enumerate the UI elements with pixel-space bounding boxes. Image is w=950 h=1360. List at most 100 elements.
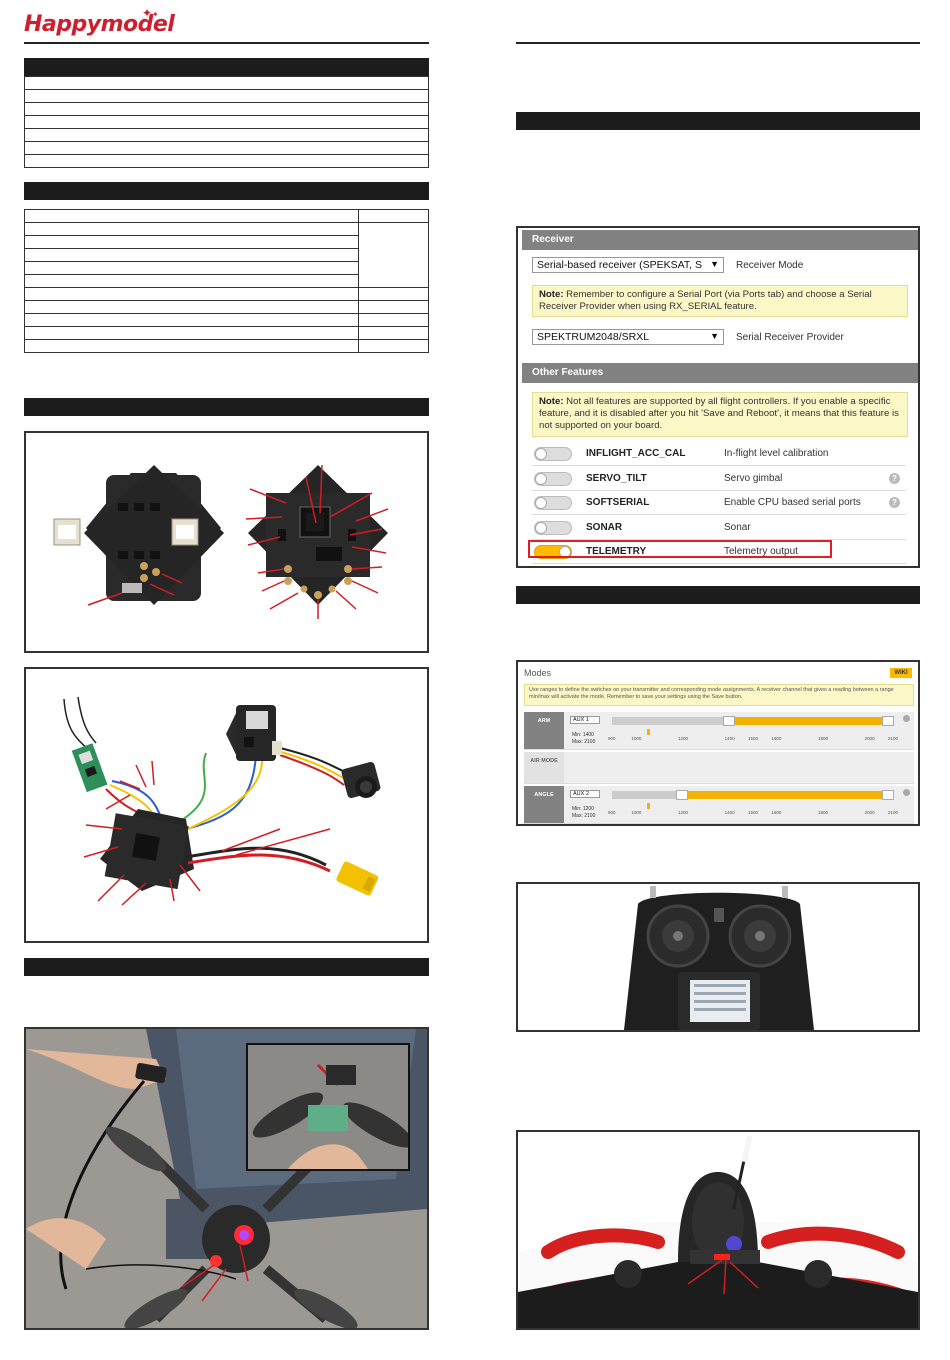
help-icon[interactable]: ? xyxy=(889,497,900,508)
board-rear-view xyxy=(245,464,389,619)
sparkle-icon: ✦ xyxy=(152,10,159,19)
feature-name: SONAR xyxy=(586,521,623,533)
range-max-handle[interactable] xyxy=(882,716,894,726)
sparkle-icon: ✦ xyxy=(142,6,153,20)
logo-text: Happymodel xyxy=(24,12,175,37)
range-fill xyxy=(682,791,892,799)
receiver-header: Receiver xyxy=(522,230,918,250)
note-strong: Note: xyxy=(539,396,564,407)
aux-channel-select[interactable]: AUX 2 xyxy=(570,790,600,798)
scale-tick-label: 1600 xyxy=(771,736,782,741)
wiki-button[interactable]: WIKI xyxy=(890,668,912,678)
range-min-handle[interactable] xyxy=(722,716,735,726)
toggle-knob xyxy=(535,497,547,509)
range-slider-track[interactable] xyxy=(612,716,894,726)
section-header-bar xyxy=(516,586,920,604)
feature-row-softserial: SOFTSERIAL Enable CPU based serial ports? xyxy=(532,491,906,515)
quadcopter-telemetry-photo xyxy=(516,1130,920,1330)
scale-tick-label: 2000 xyxy=(864,810,875,815)
scale-tick-label: 1500 xyxy=(748,736,759,741)
mode-name: AIR MODE xyxy=(524,752,564,783)
scale-tick-label: 1400 xyxy=(724,736,735,741)
scale-tick-label: 1800 xyxy=(818,810,829,815)
receiver-module xyxy=(71,743,108,793)
scale-tick-label: 900 xyxy=(608,736,616,741)
other-features-header: Other Features xyxy=(522,363,918,383)
range-max-label: Max: 2100 xyxy=(572,739,596,745)
scale-tick-label: 900 xyxy=(608,810,616,815)
receiver-mode-select[interactable]: Serial-based receiver (SPEKSAT, S ▼ xyxy=(532,257,724,273)
scale-tick-label: 1200 xyxy=(678,736,689,741)
chevron-down-icon: ▼ xyxy=(710,259,719,269)
scale-tick-label: 1200 xyxy=(678,810,689,815)
serial-provider-select[interactable]: SPEKTRUM2048/SRXL ▼ xyxy=(532,329,724,345)
range-max-label: Max: 2100 xyxy=(572,813,596,819)
toggle-knob xyxy=(535,472,547,485)
note-text: Remember to configure a Serial Port (via… xyxy=(539,289,872,312)
scale-tick-label: 1500 xyxy=(748,810,759,815)
feature-toggle[interactable] xyxy=(534,545,572,559)
feature-name: SOFTSERIAL xyxy=(586,497,650,508)
range-min-handle[interactable] xyxy=(676,790,688,800)
range-slider-track[interactable] xyxy=(612,790,894,800)
xt30-connector xyxy=(336,861,379,896)
wiring-diagram xyxy=(63,696,381,906)
modes-note: Use ranges to define the switches on you… xyxy=(524,684,914,706)
happymodel-logo: Happymodel ✦ ✦ xyxy=(24,6,184,42)
board-front-view xyxy=(53,465,224,606)
section-header-bar xyxy=(516,112,920,130)
configurator-modes-screenshot: Modes WIKI Use ranges to define the swit… xyxy=(516,660,920,826)
modes-title: Modes xyxy=(524,668,552,678)
feature-description: Sonar xyxy=(724,521,751,533)
serial-provider-value: SPEKTRUM2048/SRXL xyxy=(537,331,650,343)
serial-provider-label: Serial Receiver Provider xyxy=(736,332,844,343)
flight-controller-diagram xyxy=(53,464,389,619)
mode-name: ARM xyxy=(524,712,564,749)
feature-description: Servo gimbal xyxy=(724,472,783,484)
feature-toggle[interactable] xyxy=(534,496,572,510)
feature-name: TELEMETRY xyxy=(586,546,647,557)
vtx-board xyxy=(226,705,282,761)
note-strong: Note: xyxy=(539,289,564,300)
section-header-bar xyxy=(24,182,429,200)
range-fill xyxy=(728,717,892,725)
note-text: Not all features are supported by all fl… xyxy=(539,396,899,431)
help-icon[interactable]: ? xyxy=(889,472,900,484)
scale-tick-label: 2100 xyxy=(888,810,899,815)
receiver-closeup-illustration xyxy=(248,1045,408,1169)
remove-range-icon[interactable] xyxy=(903,789,910,796)
scale-tick-label: 2000 xyxy=(864,736,875,741)
aux-channel-select[interactable]: AUX 1 xyxy=(570,716,600,724)
feature-toggle[interactable] xyxy=(534,471,572,486)
remove-range-icon[interactable] xyxy=(903,715,910,722)
feature-name: INFLIGHT_ACC_CAL xyxy=(586,448,686,459)
board-diagram-panel xyxy=(24,431,429,653)
transmitter-photo xyxy=(516,882,920,1032)
usb-connection-photo xyxy=(24,1027,429,1330)
range-max-handle[interactable] xyxy=(882,790,894,800)
range-min-label: Min: 1400 xyxy=(572,732,594,738)
feature-description: Enable CPU based serial ports xyxy=(724,497,861,508)
section-header-bar xyxy=(24,398,429,416)
feature-toggle[interactable] xyxy=(534,520,572,535)
section-header-bar xyxy=(24,58,429,76)
scale-tick-label: 1800 xyxy=(818,736,829,741)
header-rule xyxy=(24,42,429,44)
scale-tick-label: 1600 xyxy=(771,810,782,815)
wiring-diagram-panel xyxy=(24,667,429,943)
feature-toggle[interactable] xyxy=(534,447,572,461)
range-min-label: Min: 1200 xyxy=(572,806,594,812)
feature-row-sonar: SONAR Sonar xyxy=(532,516,906,540)
quadcopter-illustration xyxy=(518,1132,918,1328)
mode-row-air-mode: AIR MODE xyxy=(524,752,914,784)
toggle-knob xyxy=(535,448,547,460)
section-header-bar xyxy=(24,958,429,976)
receiver-closeup-inset xyxy=(246,1043,410,1171)
flight-controller-board xyxy=(100,809,194,891)
